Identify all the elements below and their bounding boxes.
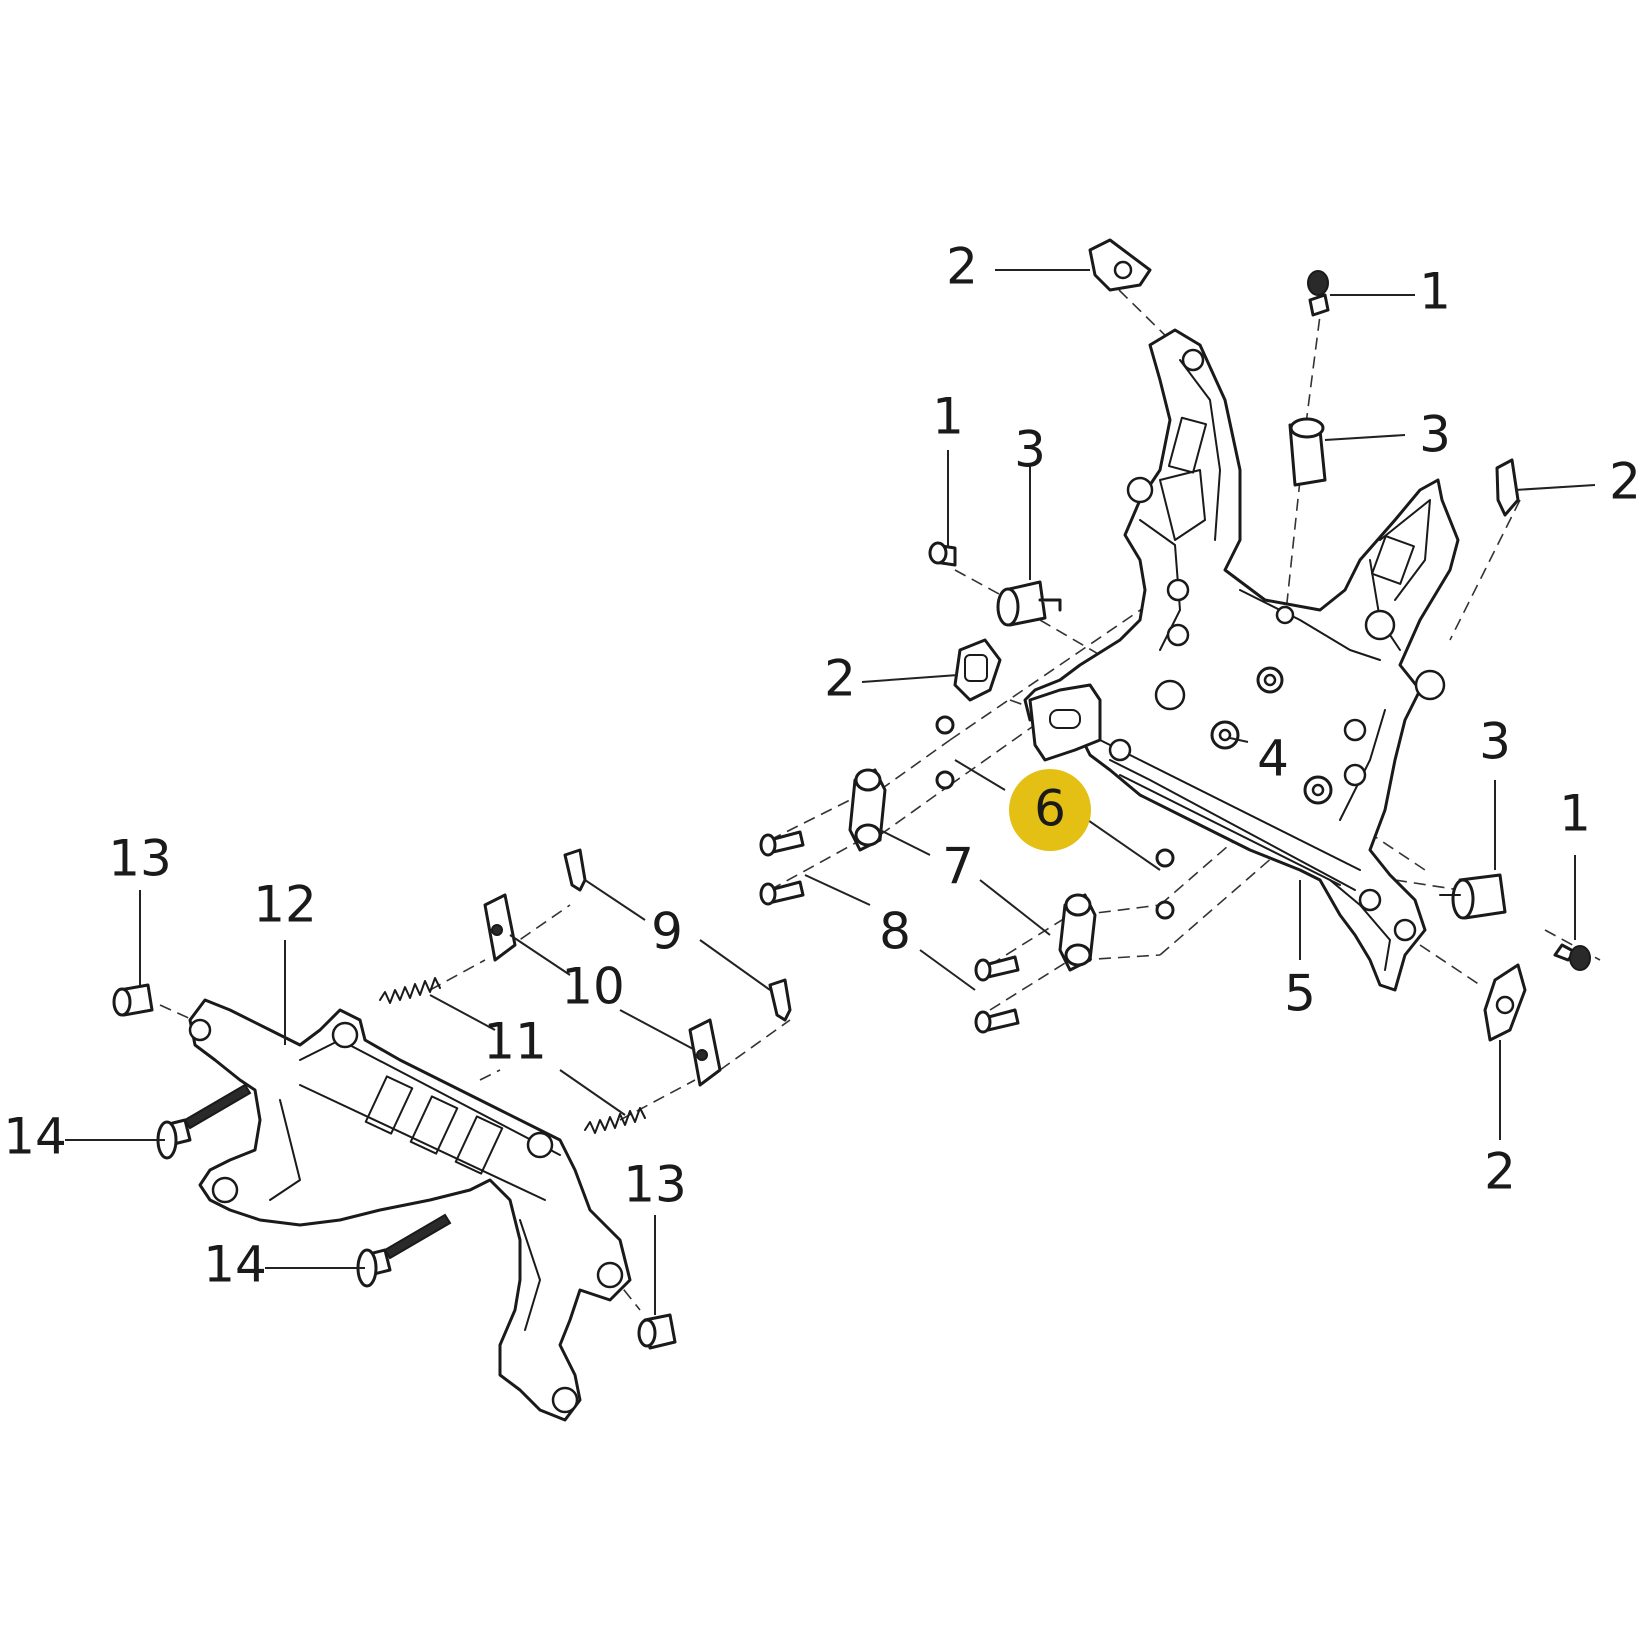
callout-3: 3 [1479, 713, 1511, 771]
callout-1: 1 [1559, 785, 1591, 843]
callout-2: 2 [946, 238, 978, 296]
callout-13: 13 [108, 830, 172, 888]
screws [759, 830, 1020, 1034]
callout-14: 14 [203, 1236, 267, 1294]
studs [935, 715, 1175, 920]
callout-14: 14 [3, 1108, 67, 1166]
leader-lines [65, 269, 1596, 1315]
callout-1: 1 [932, 388, 964, 446]
callout-11: 11 [483, 1013, 547, 1071]
rubber-mounts [996, 417, 1507, 920]
callout-5: 5 [1284, 965, 1316, 1023]
bolts-small [928, 270, 1591, 971]
callout-labels: 2 1 1 3 3 2 2 4 3 1 6 7 8 5 2 13 12 9 10… [3, 238, 1641, 1294]
callout-2: 2 [1609, 453, 1641, 511]
callout-4: 4 [1257, 730, 1289, 788]
callout-13: 13 [623, 1156, 687, 1214]
retainer-clips [563, 848, 792, 1022]
callout-9: 9 [651, 903, 683, 961]
springs [379, 977, 646, 1134]
long-bolts [156, 1083, 452, 1288]
front-subframe [188, 998, 632, 1422]
callout-6: 6 [1034, 780, 1066, 838]
bushings [112, 983, 677, 1350]
main-frame-bracket [1023, 328, 1460, 992]
callout-6-highlight [1009, 769, 1091, 851]
callout-7: 7 [942, 838, 974, 896]
callout-2: 2 [1484, 1143, 1516, 1201]
callout-1: 1 [1419, 263, 1451, 321]
spacer-brackets [848, 768, 1097, 972]
callout-12: 12 [253, 876, 317, 934]
nuts [1210, 666, 1333, 805]
callout-3: 3 [1419, 406, 1451, 464]
callout-2: 2 [824, 650, 856, 708]
callout-3: 3 [1014, 421, 1046, 479]
callout-8: 8 [879, 903, 911, 961]
step-bracket [1028, 683, 1102, 762]
callout-10: 10 [561, 958, 625, 1016]
square-nuts [483, 893, 722, 1087]
clip-nuts [953, 238, 1527, 1042]
